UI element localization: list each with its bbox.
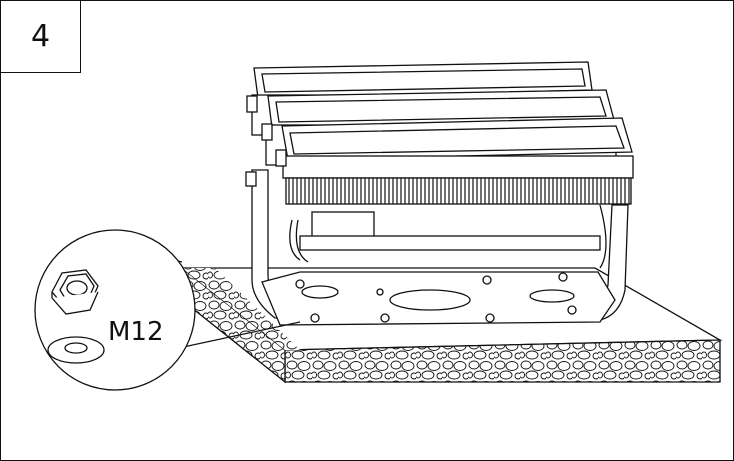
hardware-callout: M12 [34, 229, 301, 391]
lamp-module-front [281, 117, 634, 205]
lamp-module-rear [251, 61, 593, 136]
base-plate-bolts [295, 272, 577, 323]
washer-icon [47, 336, 105, 364]
callout-circle [34, 229, 196, 391]
step-number-box: 4 [1, 1, 81, 73]
floodlight-fixture [245, 61, 634, 326]
hex-nut-icon [51, 269, 99, 315]
bolt-size-label: M12 [108, 317, 164, 347]
step-number: 4 [30, 18, 51, 54]
